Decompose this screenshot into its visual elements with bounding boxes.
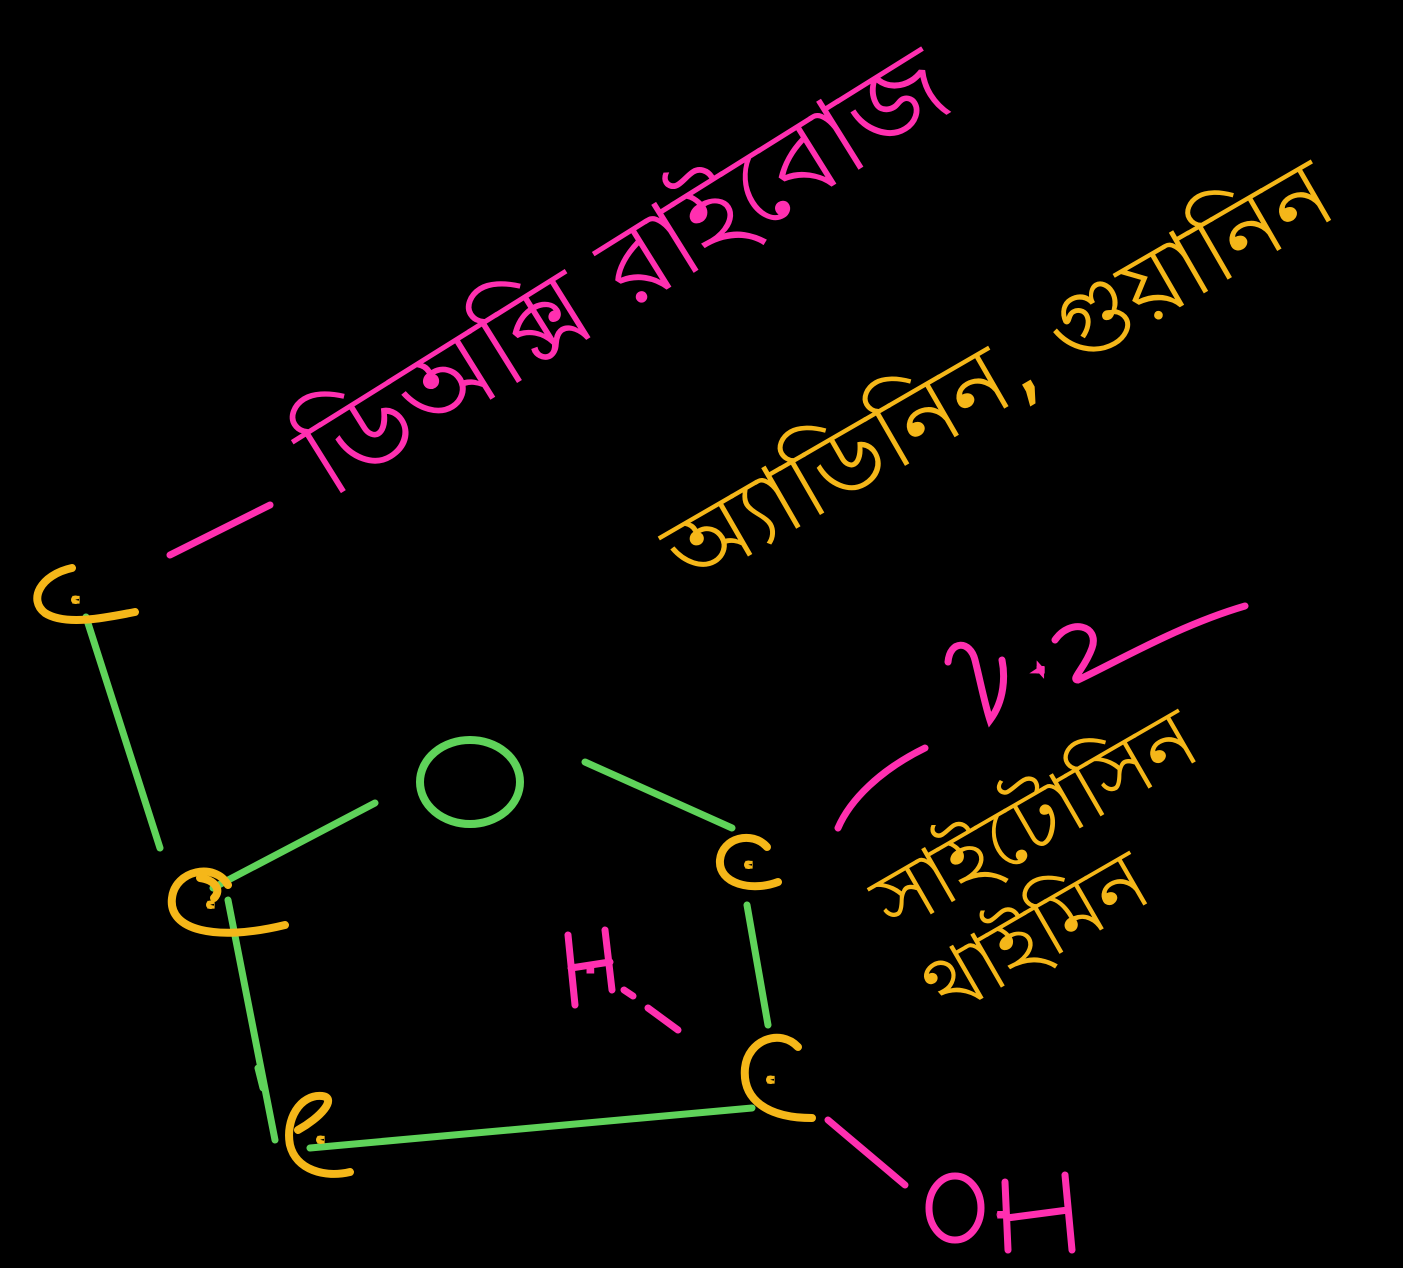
ring-bonds [82, 613, 772, 1152]
hydroxyl-o-glyph [925, 1172, 985, 1244]
carbon-c2-label: C [770, 1079, 771, 1081]
base-attachment-annotation: N2 [166, 501, 1249, 832]
carbon-c4-label: C [210, 904, 211, 906]
carbon-c1-glyph [716, 833, 782, 891]
bond-c1-to-c2 [743, 901, 772, 1029]
hydrogen-label: H [590, 969, 591, 971]
carbon-c1-label: C [748, 864, 749, 866]
annotation-yellow-pyrimidines: সাইটোসিন থাইমিন [852, 685, 1216, 1038]
bond-side-carbon-to-c4 [82, 613, 164, 852]
bond-c4-to-oxygen [209, 799, 379, 892]
carbon-c4: C [167, 867, 289, 937]
carbon-c3-label: C [320, 1139, 321, 1141]
carbon-c4-glyph [167, 867, 289, 937]
pink-dash-top [166, 501, 274, 559]
hydrogen-substituent: H [564, 926, 682, 1034]
ring-oxygen: O [416, 736, 524, 828]
oxygen-label: O [470, 781, 471, 783]
n2-glyph [944, 602, 1249, 728]
side-carbon-label: C [75, 599, 76, 601]
hydroxyl-bond [824, 1116, 909, 1189]
carbon-c2-glyph [740, 1033, 816, 1122]
pink-dash-c1 [834, 744, 929, 832]
side-carbon: C [33, 564, 139, 624]
hydrogen-glyph [564, 926, 637, 1009]
bond-oxygen-to-c1 [581, 758, 736, 832]
side-carbon-glyph [33, 564, 139, 624]
carbon-c4-loop [196, 874, 222, 902]
hydrogen-bond [644, 1004, 682, 1034]
bond-c2-to-c3 [306, 1104, 756, 1152]
hydroxyl-substituent: OH [824, 1116, 1076, 1254]
hydroxyl-h-glyph [1001, 1171, 1076, 1254]
carbon-c3: C [285, 1091, 354, 1178]
oxygen-glyph [416, 736, 524, 828]
n2-label: N2 [1040, 669, 1042, 671]
carbon-c1: C [716, 833, 782, 891]
hydroxyl-label: OH [1000, 1214, 1002, 1216]
carbon-c3-glyph [285, 1091, 354, 1178]
bond-c3-to-c4 [224, 896, 279, 1144]
bond-tick [254, 1064, 267, 1092]
carbon-c2: C [740, 1033, 816, 1122]
carbon-atoms: C C C C C [33, 564, 816, 1178]
